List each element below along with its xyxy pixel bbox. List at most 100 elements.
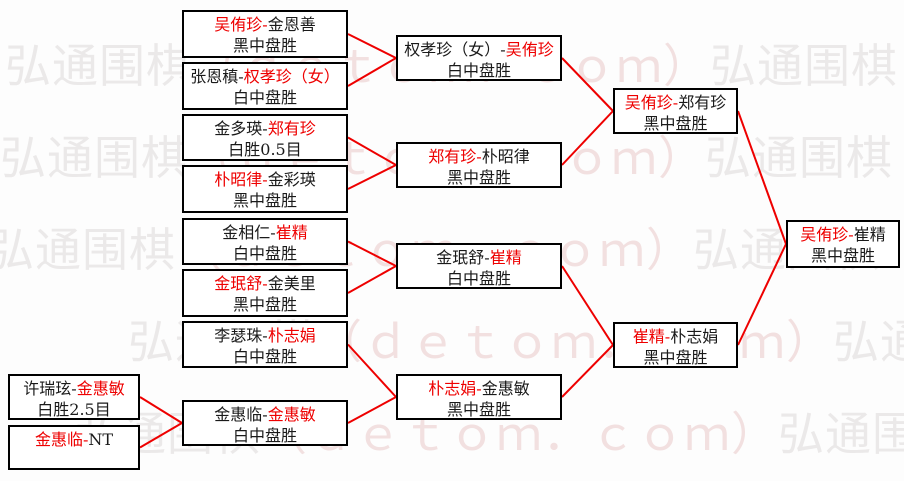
winner-name: 崔精- <box>632 327 671 346</box>
winner-name: 崔精 <box>489 248 522 267</box>
match-result: 白中盘胜 <box>232 244 297 263</box>
match-box-a8: 金惠临-金惠敏白中盘胜 <box>182 400 348 446</box>
winner-name: 朴志娟- <box>428 379 482 398</box>
winner-name: 权孝珍（女） <box>243 67 340 86</box>
watermark-site-name: 弘通围棋 <box>0 223 176 277</box>
match-result: 白中盘胜 <box>232 88 297 107</box>
match-players: 吴侑珍-郑有珍 <box>615 92 736 113</box>
player-name: 金相仁- <box>222 223 276 242</box>
match-result: 黑中盘胜 <box>643 114 708 133</box>
match-players: 权孝珍（女）-吴侑珍 <box>398 39 560 60</box>
match-box-b1: 权孝珍（女）-吴侑珍白中盘胜 <box>396 35 562 81</box>
match-result: 黑中盘胜 <box>446 168 511 187</box>
match-box-c2: 崔精-朴志娟黑中盘胜 <box>613 322 738 368</box>
player-name: 李瑟珠- <box>214 326 268 345</box>
player-name: 金珉舒- <box>436 248 490 267</box>
match-players: 金珉舒-金美里 <box>184 273 346 294</box>
watermark-domain: （ｄｅｔｏｍ．ｃｏｍ） <box>898 39 904 93</box>
player-name: 许瑞玹- <box>23 379 77 398</box>
match-players: 金惠临-金惠敏 <box>184 404 346 425</box>
match-box-p2: 金惠临-NT <box>8 425 140 470</box>
winner-name: 郑有珍 <box>267 119 316 138</box>
connector-line <box>347 164 397 190</box>
match-box-b2: 郑有珍-朴昭律黑中盘胜 <box>396 142 562 188</box>
watermark-domain: （ｄｅｔｏｍ．ｃｏｍ） <box>316 315 833 369</box>
player-name: 金多瑛- <box>214 119 268 138</box>
player-name: 金惠敏 <box>481 379 530 398</box>
winner-name: 朴昭律- <box>214 170 268 189</box>
connector-line <box>347 136 397 166</box>
connector-line <box>347 57 397 87</box>
winner-name: 吴侑珍 <box>505 40 554 59</box>
match-box-a7: 李瑟珠-朴志娟白中盘胜 <box>182 321 348 368</box>
match-players: 吴侑珍-崔精 <box>788 224 898 245</box>
connector-line <box>139 422 183 449</box>
winner-name: 吴侑珍- <box>624 93 679 112</box>
player-name: 张恩稹- <box>190 67 244 86</box>
winner-name: 吴侑珍- <box>214 15 268 34</box>
watermark-site-name: 弘通围棋 <box>710 39 898 93</box>
winner-name: 金惠敏 <box>267 405 316 424</box>
match-result: 白中盘胜 <box>232 347 297 366</box>
connector-line <box>347 265 397 294</box>
match-players: 金相仁-崔精 <box>184 222 346 243</box>
match-players: 朴昭律-金彩瑛 <box>184 169 346 190</box>
match-result: 黑中盘胜 <box>232 191 297 210</box>
match-box-b4: 朴志娟-金惠敏黑中盘胜 <box>396 374 562 420</box>
match-players: 许瑞玹-金惠敏 <box>10 378 138 399</box>
player-name: NT <box>88 430 114 449</box>
watermark-site-name: 弘通围棋 <box>5 39 193 93</box>
watermark-site-name: 弘通围棋 <box>778 407 904 461</box>
connector-line <box>347 343 397 398</box>
connector-line <box>737 110 787 245</box>
player-name: 朴志娟 <box>670 327 719 346</box>
winner-name: 崔精 <box>275 223 308 242</box>
player-name: 郑有珍 <box>678 93 727 112</box>
match-players: 金珉舒-崔精 <box>398 247 560 268</box>
watermark-domain: （ｄｅｔｏｍ．ｃｏｍ） <box>893 131 904 185</box>
match-players: 郑有珍-朴昭律 <box>398 146 560 167</box>
match-players: 崔精-朴志娟 <box>615 326 736 347</box>
watermark-site-name: 弘通围棋 <box>705 131 893 185</box>
match-box-f1: 吴侑珍-崔精黑中盘胜 <box>786 220 900 268</box>
player-name: 金美里 <box>267 274 316 293</box>
match-result: 黑中盘胜 <box>446 400 511 419</box>
connector-line <box>561 265 614 346</box>
match-players: 张恩稹-权孝珍（女） <box>184 66 346 87</box>
connector-line <box>561 57 614 112</box>
winner-name: 金珉舒- <box>214 274 268 293</box>
winner-name: 金惠敏 <box>76 379 125 398</box>
match-result: 白胜2.5目 <box>37 400 111 419</box>
match-result: 白中盘胜 <box>446 61 511 80</box>
match-box-p1: 许瑞玹-金惠敏白胜2.5目 <box>8 374 140 420</box>
player-name: 金惠临- <box>214 405 268 424</box>
match-result: 黑中盘胜 <box>232 36 297 55</box>
match-box-c1: 吴侑珍-郑有珍黑中盘胜 <box>613 88 738 134</box>
connector-line <box>737 243 787 346</box>
watermark-site-name: 弘通围棋 <box>833 315 904 369</box>
match-players: 朴志娟-金惠敏 <box>398 378 560 399</box>
match-box-a6: 金珉舒-金美里黑中盘胜 <box>182 269 348 317</box>
connector-line <box>561 344 614 398</box>
winner-name: 金惠临- <box>34 430 89 449</box>
connector-line <box>561 110 614 166</box>
match-players: 金多瑛-郑有珍 <box>184 118 346 139</box>
match-result: 黑中盘胜 <box>810 246 875 265</box>
match-box-a5: 金相仁-崔精白中盘胜 <box>182 218 348 265</box>
player-name: 金恩善 <box>267 15 316 34</box>
match-result: 白中盘胜 <box>446 269 511 288</box>
match-box-a1: 吴侑珍-金恩善黑中盘胜 <box>182 10 348 58</box>
match-box-b3: 金珉舒-崔精白中盘胜 <box>396 243 562 289</box>
match-result: 白胜0.5目 <box>228 140 302 159</box>
player-name: 权孝珍（女）- <box>404 40 506 59</box>
match-players: 金惠临-NT <box>10 429 138 450</box>
connector-line <box>347 396 397 424</box>
winner-name: 郑有珍- <box>428 147 482 166</box>
player-name: 金彩瑛 <box>267 170 316 189</box>
watermark-site-name: 弘通围棋 <box>0 131 188 185</box>
winner-name: 朴志娟 <box>267 326 316 345</box>
player-name: 朴昭律 <box>481 147 530 166</box>
match-result: 白中盘胜 <box>232 426 297 445</box>
